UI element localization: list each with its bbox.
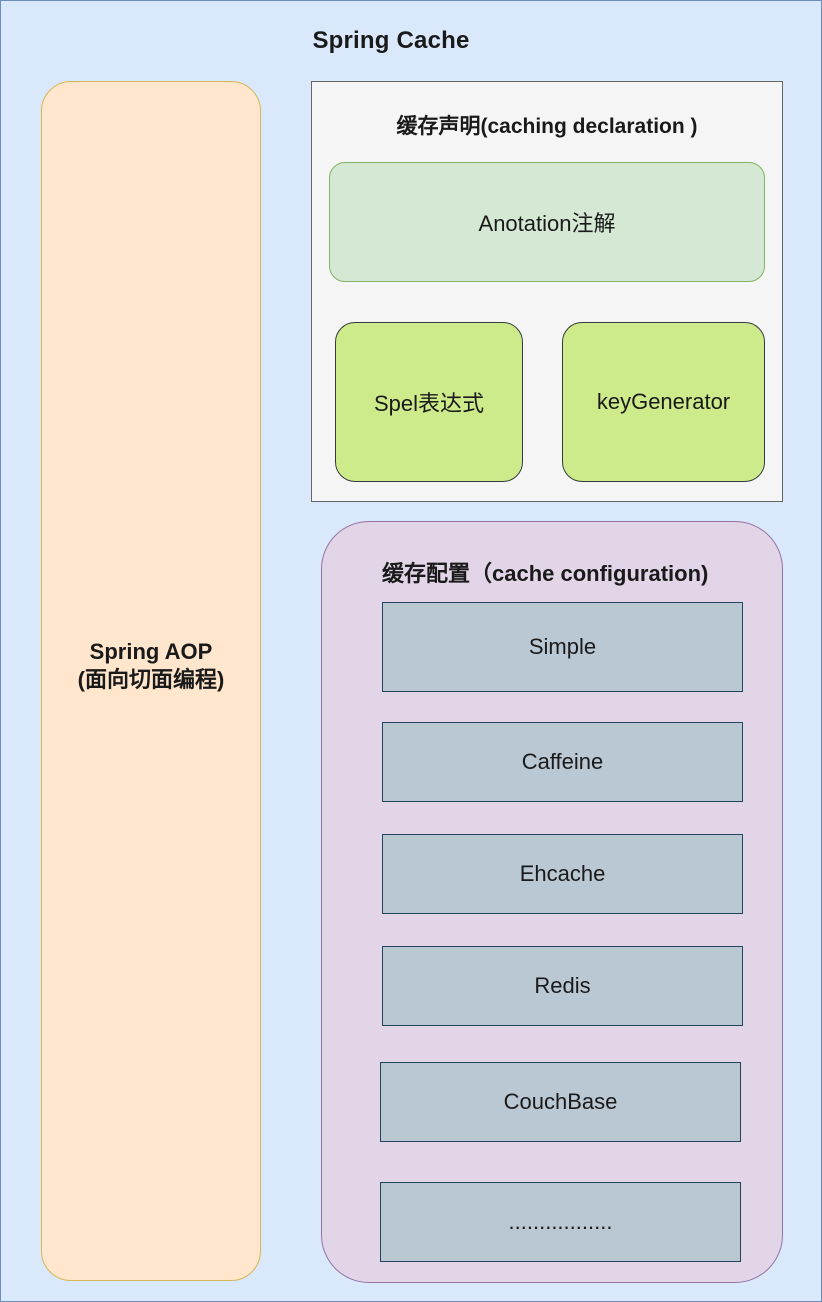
provider-redis: Redis [382, 946, 743, 1026]
spring-aop-line1: Spring AOP [89, 639, 213, 664]
cache-configuration-box: 缓存配置（cache configuration) Simple Caffein… [321, 521, 783, 1283]
provider-couchbase: CouchBase [380, 1062, 741, 1142]
provider-more: ................. [380, 1182, 741, 1262]
cache-configuration-title: 缓存配置（cache configuration) [382, 561, 709, 586]
spring-aop-box: Spring AOP (面向切面编程) [41, 81, 261, 1281]
provider-caffeine: Caffeine [382, 722, 743, 802]
spring-aop-line2: (面向切面编程) [77, 667, 225, 692]
annotation-box: Anotation注解 [329, 162, 765, 282]
caching-declaration-title: 缓存声明(caching declaration ) [396, 115, 698, 138]
diagram-title: Spring Cache [312, 27, 470, 54]
provider-ehcache: Ehcache [382, 834, 743, 914]
spring-aop-label: Spring AOP (面向切面编程) [78, 638, 225, 694]
caching-declaration-box: 缓存声明(caching declaration ) Anotation注解 S… [311, 81, 783, 502]
provider-simple: Simple [382, 602, 743, 692]
key-generator-box: keyGenerator [562, 322, 765, 482]
spel-box: Spel表达式 [335, 322, 523, 482]
